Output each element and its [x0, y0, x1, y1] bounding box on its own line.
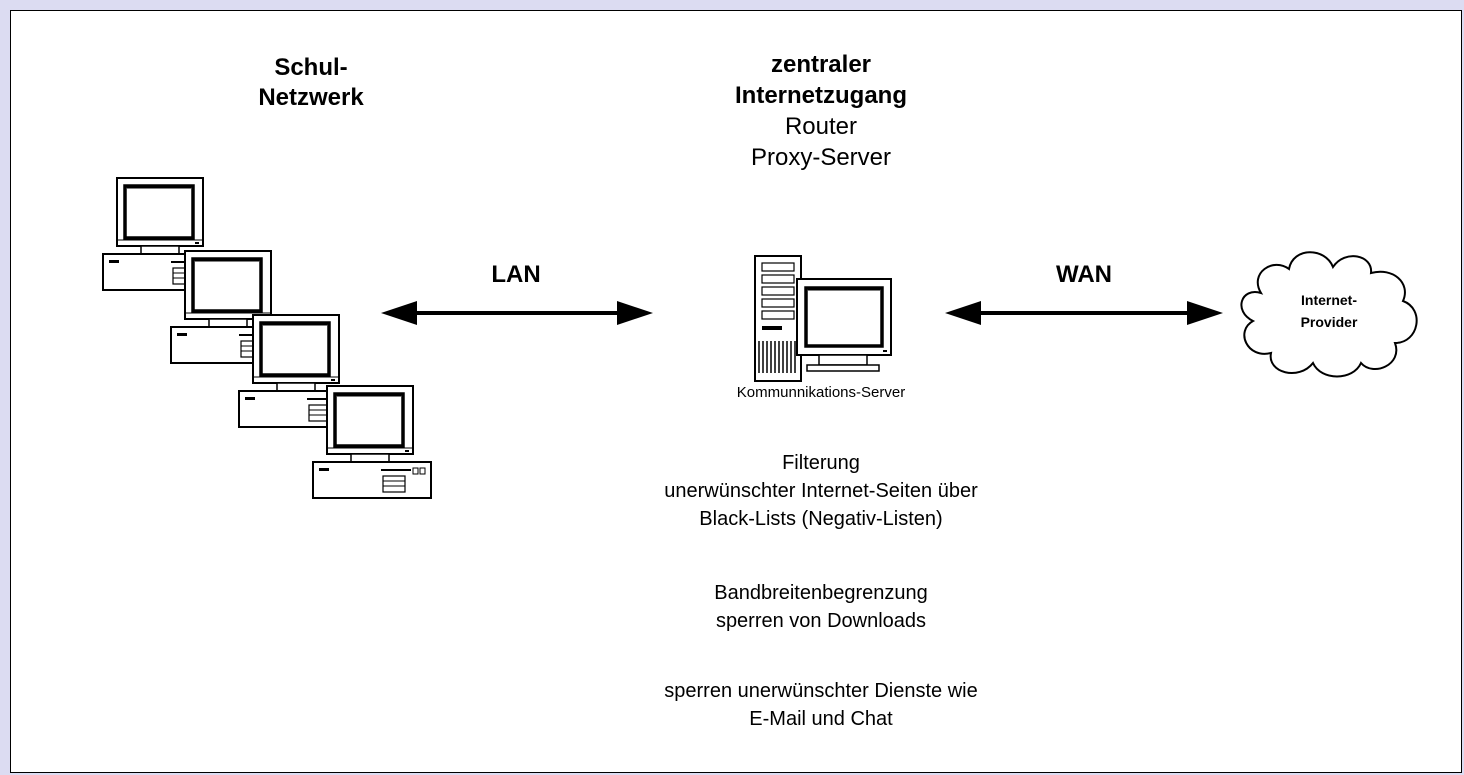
gateway-title-line2: Internetzugang: [735, 82, 907, 109]
cloud-label-line1: Internet-: [1301, 292, 1357, 308]
feature-services: sperren unerwünschter Dienste wie E-Mail…: [571, 677, 1071, 733]
cloud-label-line2: Provider: [1300, 314, 1358, 330]
filter-line3: Black-Lists (Negativ-Listen): [699, 508, 943, 530]
internet-provider-cloud: [1240, 251, 1418, 378]
feature-filtering: Filterung unerwünschter Internet-Seiten …: [571, 449, 1071, 533]
gateway-title: zentraler Internetzugang Router Proxy-Se…: [651, 49, 991, 173]
bandwidth-line2: sperren von Downloads: [715, 610, 927, 632]
wan-arrow: [945, 301, 1223, 325]
services-line1: sperren unerwünschter Dienste wie: [664, 680, 978, 702]
server-caption: Kommunnikations-Server: [736, 384, 906, 401]
school-computer-4: [311, 384, 433, 500]
wan-label: WAN: [1056, 261, 1112, 288]
services-line2: E-Mail und Chat: [749, 708, 893, 730]
lan-label: LAN: [491, 261, 541, 288]
filter-line2: unerwünschter Internet-Seiten über: [664, 480, 978, 502]
feature-bandwidth: Bandbreitenbegrenzung sperren von Downlo…: [571, 579, 1071, 635]
bandwidth-line1: Bandbreitenbegrenzung: [714, 582, 928, 604]
school-title-line2: Netzwerk: [258, 84, 364, 111]
gateway-sub-line2: Proxy-Server: [750, 144, 892, 171]
communication-server-icon: [754, 255, 892, 382]
gateway-sub-line1: Router: [784, 113, 858, 140]
school-title-line1: Schul-: [274, 54, 348, 81]
school-network-title: Schul- Netzwerk: [229, 53, 393, 113]
diagram-canvas: Schul- Netzwerk zentraler Internetzugang…: [10, 10, 1462, 773]
filter-line1: Filterung: [782, 452, 860, 474]
lan-arrow: [381, 301, 653, 325]
gateway-title-line1: zentraler: [770, 51, 872, 78]
cloud-label: Internet- Provider: [1269, 289, 1389, 333]
network-diagram: [101, 176, 1418, 500]
